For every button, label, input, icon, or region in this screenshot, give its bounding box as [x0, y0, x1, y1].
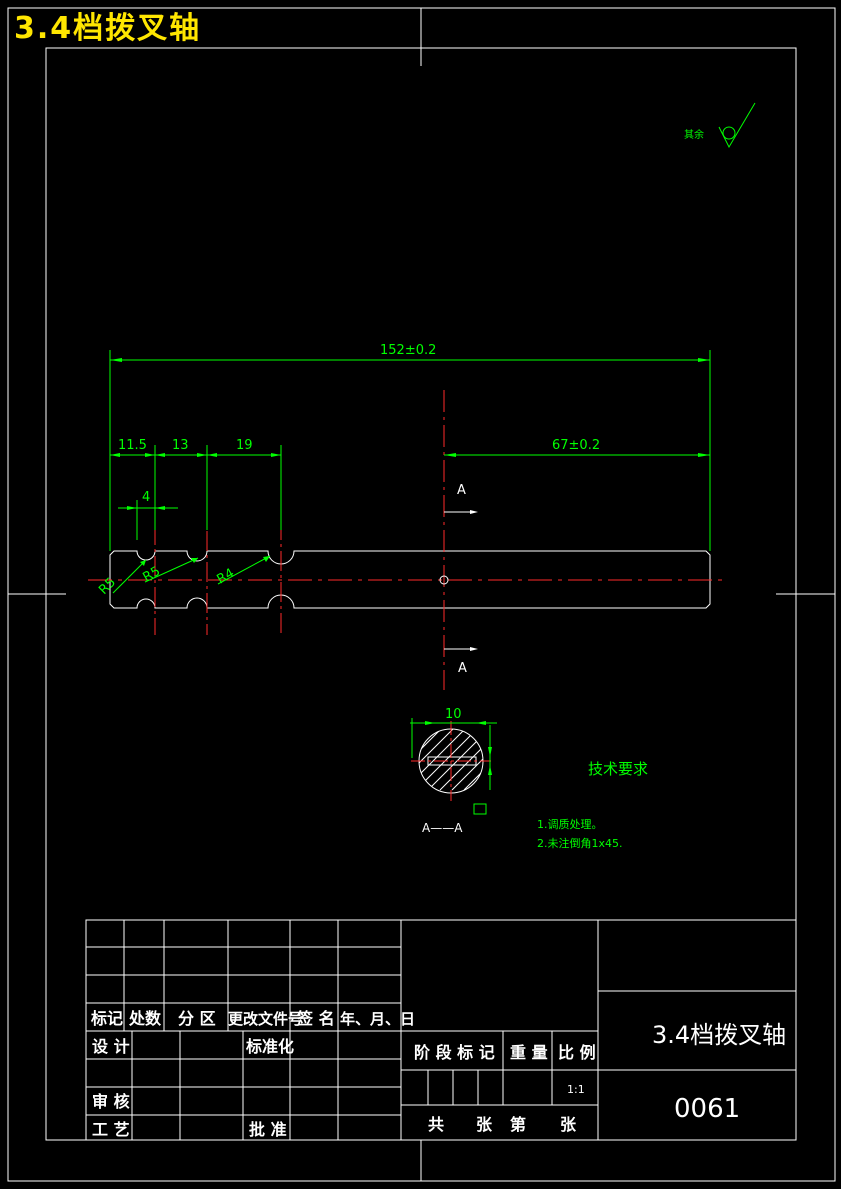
sheet-outer-border	[7, 7, 836, 1182]
tb-header-4: 签 名	[296, 1009, 335, 1028]
tech-requirements-heading: 技术要求	[588, 760, 648, 778]
dim-4-text: 4	[142, 490, 150, 505]
section-label-top: A	[457, 483, 466, 498]
surface-finish-symbol: 其余	[684, 102, 756, 149]
tb-scale-value: 1:1	[567, 1083, 585, 1096]
shaft-main-view: A A	[88, 390, 724, 690]
dim-keyway-width-text: 10	[445, 707, 462, 722]
surface-finish-note: 其余	[684, 128, 704, 141]
tb-drawing-no: 0061	[674, 1094, 740, 1124]
tb-design: 设 计	[92, 1037, 130, 1056]
tb-sheet-unit1: 张	[476, 1115, 493, 1134]
section-view: 10 A——A	[410, 707, 497, 835]
tb-part-name: 3.4档拨叉轴	[652, 1021, 786, 1049]
drawing-title: 3.4档拨叉轴	[14, 11, 202, 46]
section-label-bottom: A	[458, 661, 467, 676]
dim-overall-text: 152±0.2	[380, 343, 436, 358]
dim-11-5-text: 11.5	[118, 438, 147, 453]
technical-requirements: 技术要求 1.调质处理。 2.未注倒角1x45.	[537, 760, 648, 850]
tb-review: 审 核	[92, 1092, 130, 1111]
tb-header-2: 分 区	[178, 1009, 216, 1028]
title-block-text: 标记 处数 分 区 更改文件号 签 名 年、月、日 设 计 标准化 审 核 工 …	[90, 1009, 786, 1139]
tb-approve: 批 准	[249, 1120, 287, 1139]
sheet-inner-frame	[45, 47, 797, 1141]
tb-header-3: 更改文件号	[228, 1010, 303, 1028]
tb-stage-mark: 阶 段 标 记	[414, 1043, 495, 1062]
dim-13-text: 13	[172, 438, 189, 453]
radius-label-1: R5	[96, 575, 119, 598]
tb-header-0: 标记	[90, 1009, 123, 1028]
tb-header-5: 年、月、日	[340, 1010, 415, 1028]
tb-scale-label: 比 例	[558, 1043, 596, 1062]
dim-section-offset-text: 67±0.2	[552, 438, 600, 453]
tb-weight: 重 量	[510, 1043, 548, 1062]
dimension-lines: 152±0.2 67±0.2 11.5 13 19 4 R5 R5 R4	[96, 343, 711, 598]
tech-requirement-1: 1.调质处理。	[537, 818, 603, 831]
cross-hole	[439, 575, 449, 585]
tech-requirement-2: 2.未注倒角1x45.	[537, 836, 623, 850]
title-block	[85, 919, 797, 1141]
section-view-label: A——A	[422, 821, 463, 835]
tb-sheet-total: 共	[428, 1115, 444, 1134]
tb-header-1: 处数	[128, 1009, 162, 1028]
tb-process: 工 艺	[92, 1120, 130, 1139]
tb-sheet-no: 第	[510, 1115, 526, 1134]
radius-label-3: R4	[215, 566, 237, 588]
shaft-outline	[109, 550, 711, 609]
dim-19-text: 19	[236, 438, 253, 453]
tb-standardize: 标准化	[245, 1037, 294, 1056]
radius-label-2: R5	[141, 564, 163, 586]
tb-sheet-unit2: 张	[560, 1115, 577, 1134]
